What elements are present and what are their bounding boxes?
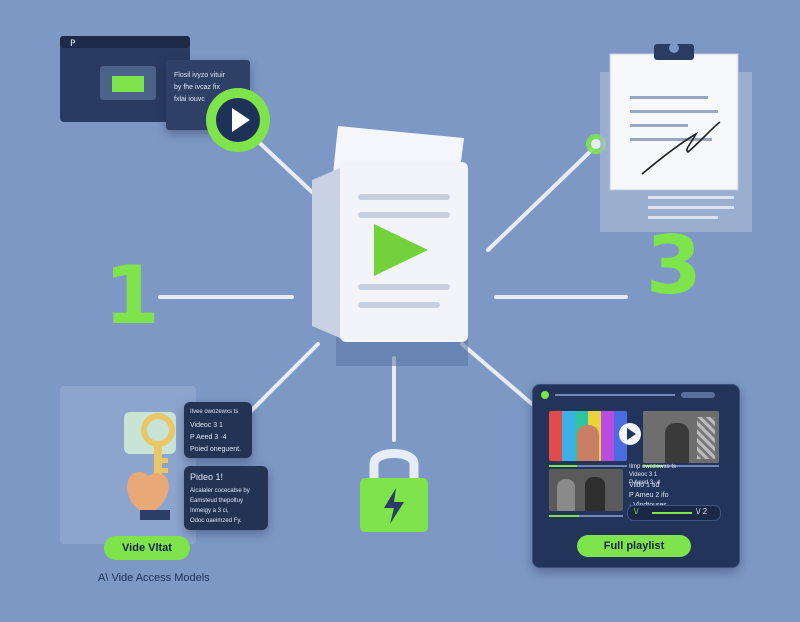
controls-right-label: \/ 2 (696, 507, 708, 516)
playlist-video-2-progress[interactable] (643, 465, 719, 467)
video-player-icon: P (60, 36, 190, 122)
left-card1-line-1: Ilvee owozewxs ts (190, 409, 239, 415)
playlist-info1-line-2: Videoc 3 1 (629, 472, 658, 478)
progress-fill (549, 515, 579, 517)
svg-text:P: P (70, 39, 76, 49)
padlock-icon (360, 449, 428, 532)
play-circle-icon (206, 88, 270, 152)
playlist-video-1[interactable] (549, 411, 627, 461)
left-backdrop (60, 386, 196, 544)
keys-illustration (114, 402, 184, 526)
person-left (557, 479, 575, 511)
progress-fill (549, 465, 577, 467)
top-left-note-line-3: fxlai iouvc (174, 96, 205, 103)
connector-bottom-right (460, 342, 534, 406)
bw-person (665, 423, 689, 463)
play-circle-badge[interactable] (204, 86, 272, 154)
left-card1-line-2: Videoc 3 1 (190, 422, 223, 429)
left-info-card-2[interactable]: Pideo 1! Aicalaler cocecatse by Eamsteud… (184, 466, 268, 530)
playlist-info2-line-2: P Ameu 2 ifo (629, 492, 669, 499)
key-icon (124, 412, 176, 520)
connector-node-top-right-inner (591, 139, 601, 149)
step-number-1: 1 (104, 249, 160, 342)
left-info-card-1[interactable]: Ilvee owozewxs ts Videoc 3 1 P Aeed 3 ·4… (184, 402, 252, 458)
step-number-3: 3 (646, 219, 702, 312)
left-card2-line-1: Aicalaler cocecatse by (190, 488, 250, 494)
playlist-video-1-play[interactable] (619, 423, 641, 445)
playlist-topbar (541, 391, 731, 401)
playlist-topbar-tab (681, 392, 715, 398)
top-left-note-line-1: Flosil ivyzo vituir (174, 72, 225, 79)
playlist-info1-line-1: Ilmp owozewxs ts (629, 464, 677, 470)
playlist-video-1-progress[interactable] (549, 465, 627, 467)
signed-contract-icon (600, 43, 752, 232)
padlock (356, 436, 432, 536)
connector-top-right (486, 144, 598, 252)
controls-track (652, 512, 692, 514)
playlist-video-3-progress[interactable] (549, 515, 623, 517)
left-card2-line-2: Eamsteud thepoltuy (190, 498, 244, 504)
left-card2-title: Pideo 1! (190, 472, 224, 482)
top-left-note-line-2: by fhe ivcaz fix (174, 84, 220, 91)
video-vault-pill[interactable]: Vide Vltat (104, 536, 190, 560)
document-play-icon (312, 126, 468, 366)
play-icon (627, 428, 636, 440)
left-card1-line-4: Poied oneguent. (190, 446, 241, 453)
signed-contract (596, 36, 756, 236)
playlist-info1-line-3: P Aeed 3 ·4 (629, 480, 661, 486)
left-card1-line-3: P Aeed 3 ·4 (190, 434, 227, 441)
playlist-topbar-track (555, 394, 675, 396)
playlist-video-3[interactable] (549, 469, 623, 511)
playlist-info-1: Ilmp owozewxs ts Videoc 3 1 P Aeed 3 ·4 (629, 463, 729, 487)
playlist-info2-line-1: Vlitlo 1 tid (629, 482, 660, 489)
left-card2-line-3: Inmeigy a 3 ci, (190, 508, 229, 514)
person-silhouette (577, 425, 599, 461)
connector-bottom-left (248, 342, 320, 414)
playlist-video-2[interactable] (643, 411, 719, 463)
playlist-panel: Ilmp owozewxs ts Videoc 3 1 P Aeed 3 ·4 … (532, 384, 740, 568)
person-right (585, 477, 605, 511)
center-document (300, 120, 500, 370)
playlist-status-dot (541, 391, 549, 399)
controls-left-label: \/ (634, 507, 639, 516)
playlist-controls[interactable]: \/ \/ 2 (627, 505, 721, 521)
progress-fill (643, 465, 663, 467)
bottom-left-caption: A\ Vide Access Models (98, 572, 210, 584)
left-card2-line-4: Odoc oaeimzed Fy. (190, 518, 242, 524)
bw-pattern (697, 417, 715, 459)
full-playlist-button[interactable]: Full playlist (577, 535, 691, 557)
